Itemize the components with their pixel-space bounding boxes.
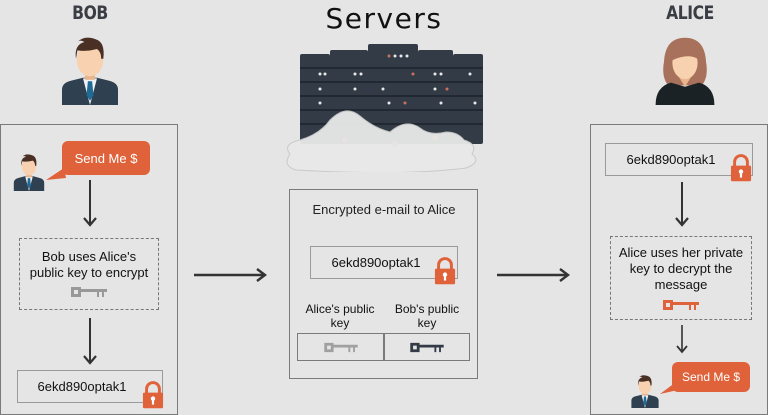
down-arrow-icon [675,182,689,227]
alice-decrypt-text: Alice uses her private key to decrypt th… [618,245,744,292]
alice-decrypt-step: Alice uses her private key to decrypt th… [610,236,752,320]
bubble-tail [660,382,678,394]
alice-avatar [650,28,720,112]
alice-ciphertext: 6ekd890optak1 [605,143,753,176]
alice-speech-bubble: Send Me $ [672,362,750,392]
bob-small-avatar [628,371,662,411]
bob-encrypt-text: Bob uses Alice's public key to encrypt [29,249,149,280]
servers-title: Servers [325,2,443,35]
right-arrow-icon [497,268,570,282]
bob-speech-bubble: Send Me $ [62,141,150,175]
alice-public-key-icon [68,285,110,299]
server-ciphertext: 6ekd890optak1 [310,246,458,279]
alice-private-key-icon [660,298,702,312]
bob-name: BOB [72,2,108,24]
bob-small-avatar [10,150,48,194]
bob-ciphertext: 6ekd890optak1 [17,370,163,403]
server-panel-title: Encrypted e-mail to Alice [312,202,456,217]
lock-icon [142,380,164,409]
bob-avatar [55,28,125,112]
lock-icon [730,153,752,182]
bob-key-label: Bob's public key [394,302,460,330]
alice-public-key-icon [321,341,361,354]
bob-public-key-icon [407,341,447,354]
alice-name: ALICE [666,2,714,24]
down-arrow-icon [83,318,97,365]
alice-key-label: Alice's public key [305,302,375,330]
bob-public-key-box [384,333,470,361]
lock-icon [434,256,456,285]
down-arrow-icon [676,325,688,354]
bubble-tail [46,168,66,180]
alice-public-key-box [297,333,384,361]
down-arrow-icon [83,180,97,227]
servers-icon [286,44,483,172]
right-arrow-icon [194,268,267,282]
bob-encrypt-step: Bob uses Alice's public key to encrypt [19,238,159,310]
